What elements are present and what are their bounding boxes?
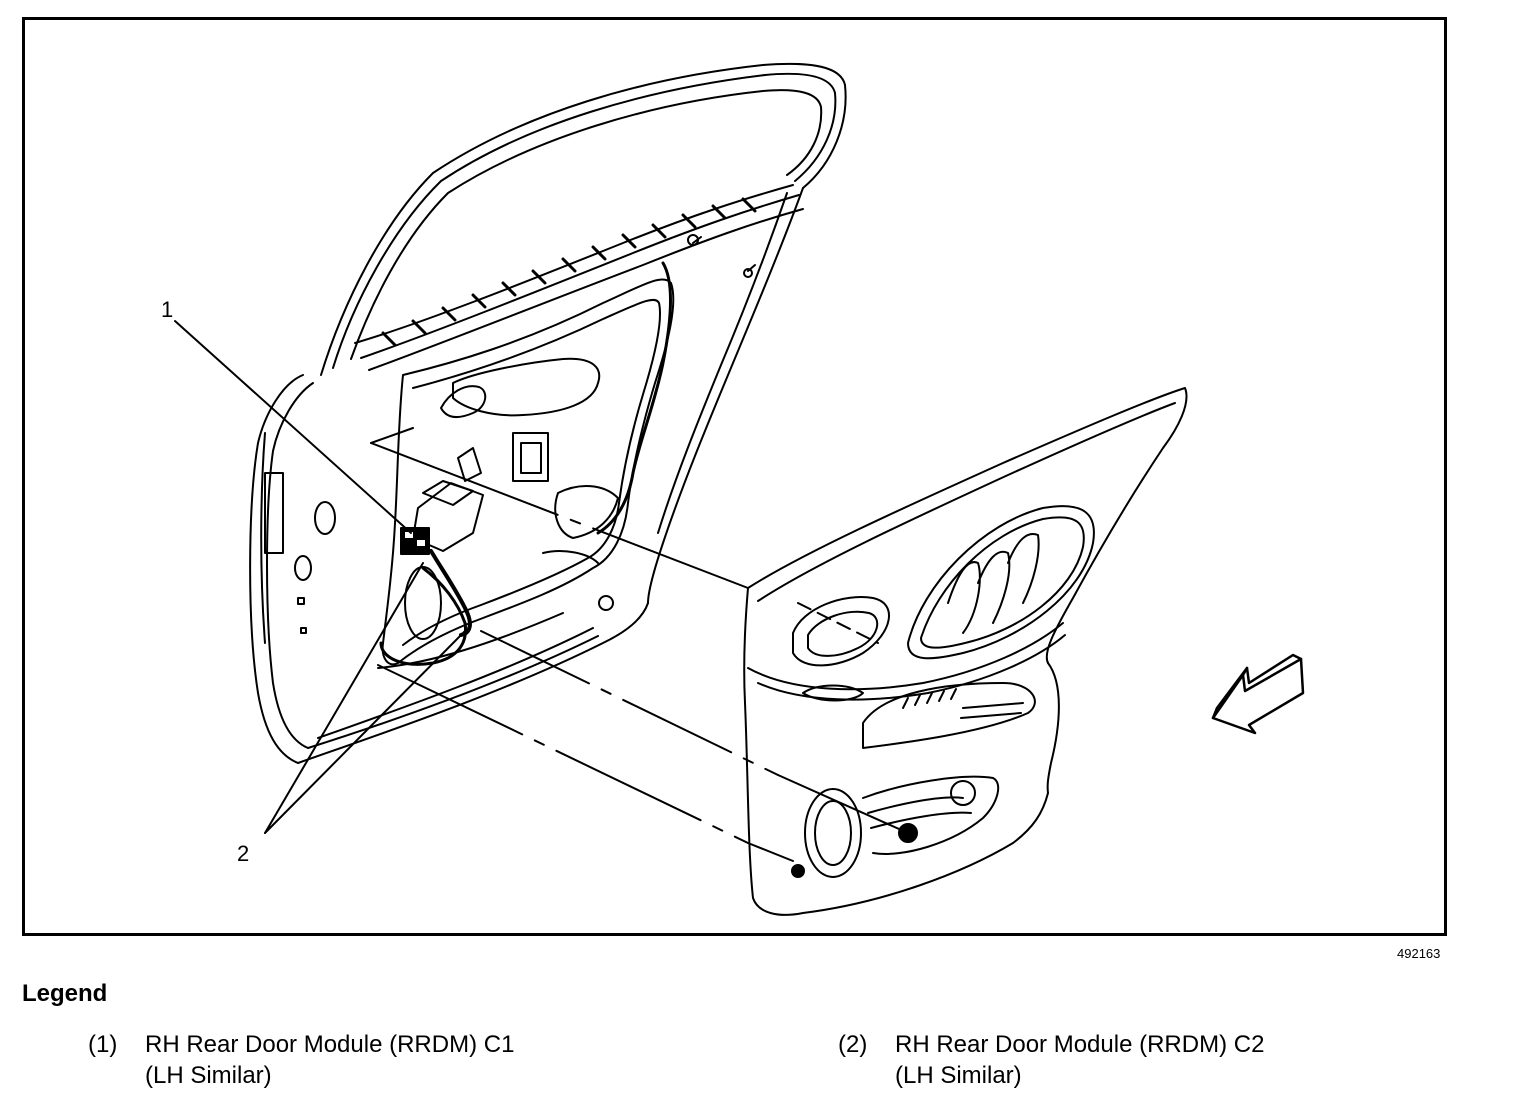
callout-leaders xyxy=(174,320,466,834)
callout-1-label: 1 xyxy=(161,297,174,322)
legend-item-2: (2) RH Rear Door Module (RRDM) C2 (LH Si… xyxy=(838,1029,1438,1091)
legend-title: Legend xyxy=(22,980,108,1007)
door-trim-panel xyxy=(743,387,1188,916)
door-panel-illustration xyxy=(174,62,1305,916)
legend-item-number: (2) xyxy=(838,1031,868,1058)
legend-item-text: RH Rear Door Module (RRDM) C1 (LH Simila… xyxy=(145,1029,514,1091)
legend-item-text: RH Rear Door Module (RRDM) C2 (LH Simila… xyxy=(895,1029,1264,1091)
diagram-frame: 1 2 xyxy=(22,17,1447,936)
legend-item-line1: RH Rear Door Module (RRDM) C1 xyxy=(145,1031,515,1058)
alignment-lines xyxy=(370,427,909,862)
callout-2-label: 2 xyxy=(237,841,250,866)
door-shell xyxy=(249,62,847,764)
legend-item-number: (1) xyxy=(88,1031,118,1058)
figure-id: 492163 xyxy=(1397,946,1441,961)
legend-item-line2: (LH Similar) xyxy=(895,1062,1022,1089)
legend-item-line2: (LH Similar) xyxy=(145,1062,272,1089)
view-direction-arrow xyxy=(1211,653,1305,735)
legend-item-1: (1) RH Rear Door Module (RRDM) C1 (LH Si… xyxy=(88,1029,648,1091)
legend-item-line1: RH Rear Door Module (RRDM) C2 xyxy=(895,1031,1265,1058)
